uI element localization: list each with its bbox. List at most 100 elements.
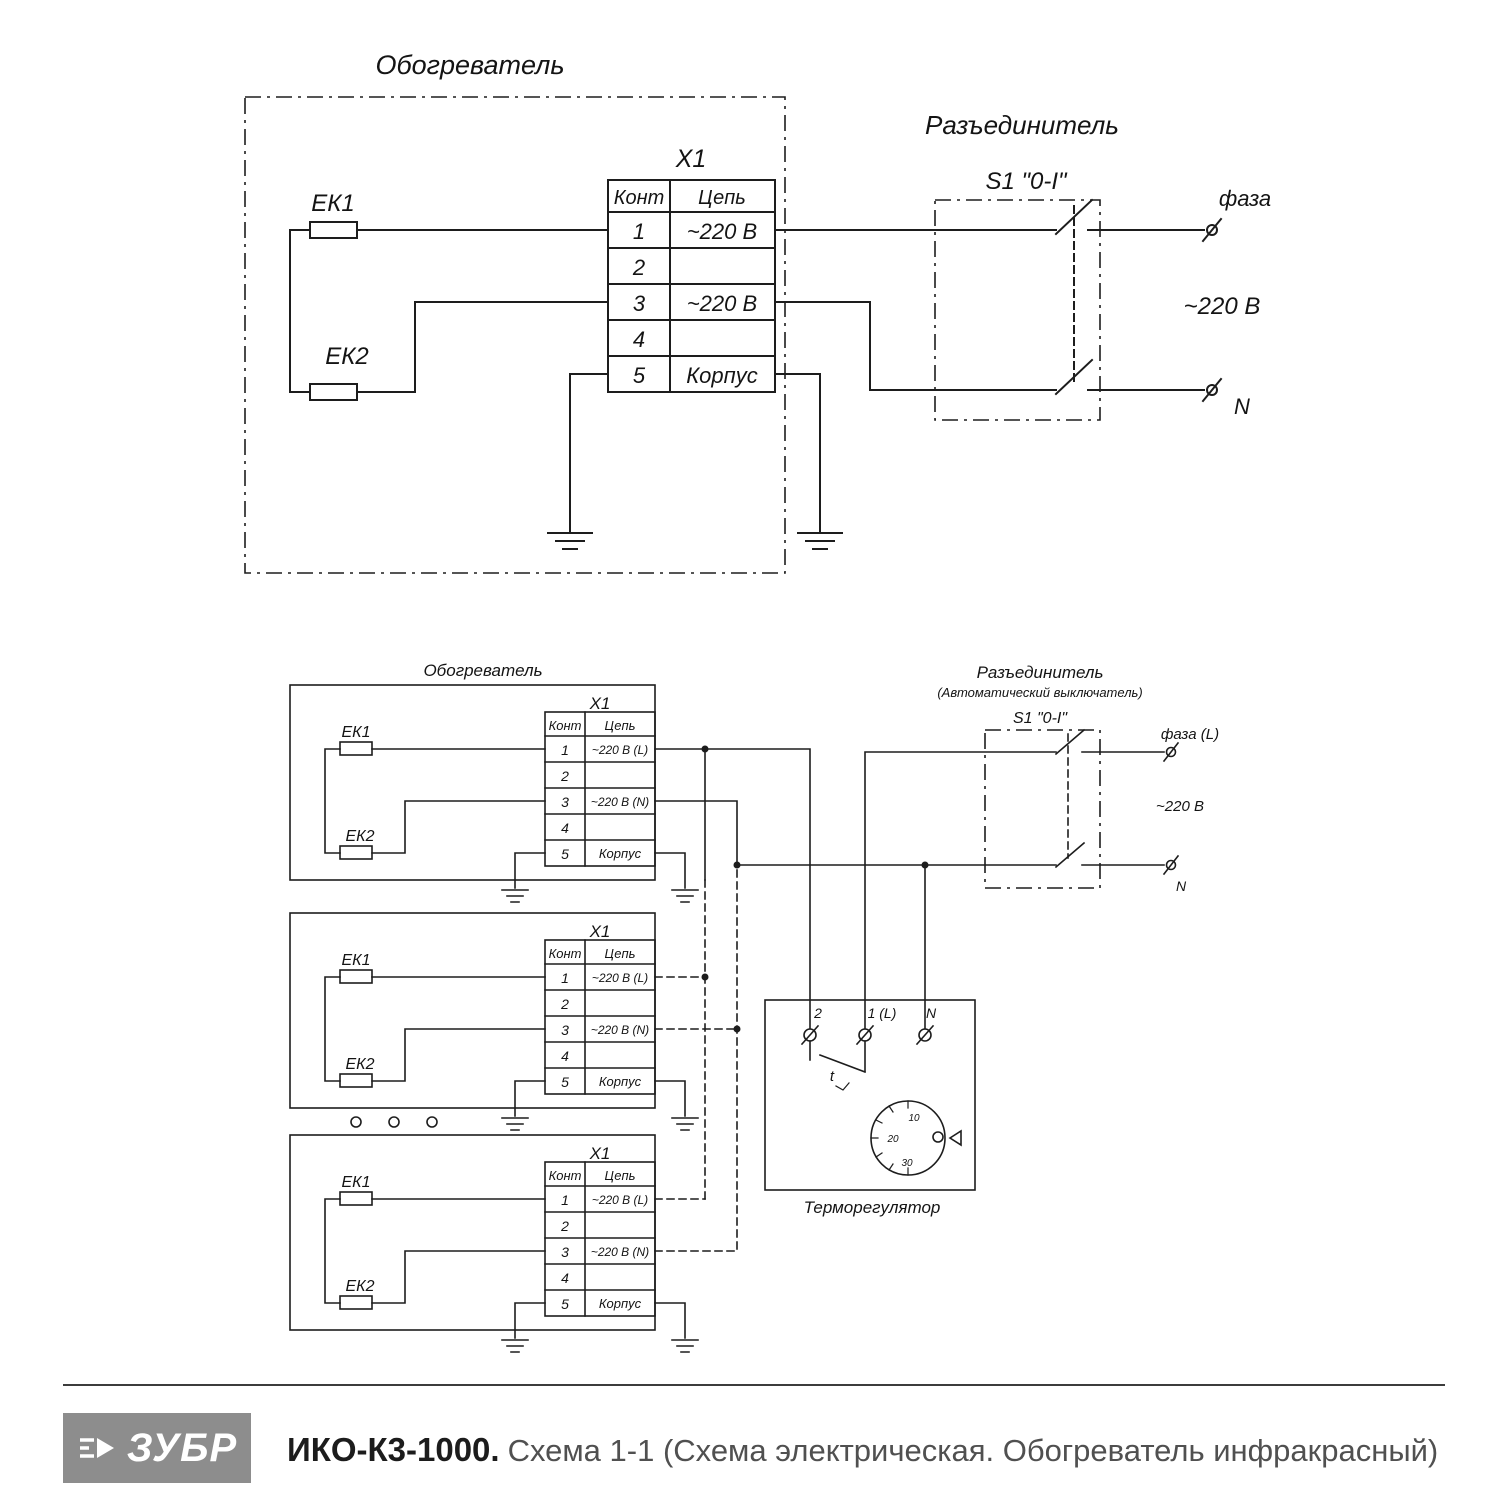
ek1-label: ЕК1 bbox=[342, 952, 371, 969]
schematic-caption: ИКО-К3-1000.Схема 1-1 (Схема электрическ… bbox=[287, 1431, 1438, 1469]
switch-out-wiring bbox=[1081, 751, 1165, 866]
connector-label-x1: X1 bbox=[589, 694, 611, 713]
cell-circuit-5: Корпус bbox=[599, 1296, 642, 1311]
phase-label: фаза bbox=[1219, 186, 1271, 211]
terminal-slash bbox=[1162, 741, 1180, 763]
cell-circuit-5: Корпус bbox=[599, 1074, 642, 1089]
schematic-title: Схема 1-1 (Схема электрическая. Обогрева… bbox=[507, 1433, 1439, 1468]
terminal-block-x1: X1 Конт Цепь 1 ~220 В 2 3 ~220 В 4 5 Кор… bbox=[607, 145, 776, 393]
cell-contact-2: 2 bbox=[560, 768, 569, 784]
cell-contact-5: 5 bbox=[633, 363, 646, 388]
phase-terminal bbox=[1162, 741, 1180, 763]
dial-mark-30: 30 bbox=[901, 1158, 913, 1169]
col-header-circuit: Цепь bbox=[698, 187, 746, 209]
cell-contact-5: 5 bbox=[561, 1074, 569, 1090]
junction-dot bbox=[921, 861, 929, 869]
internal-wiring bbox=[324, 1198, 686, 1339]
cell-contact-4: 4 bbox=[561, 1048, 569, 1064]
cell-circuit-1: ~220 В (L) bbox=[592, 743, 648, 757]
ek1-element bbox=[339, 1191, 373, 1206]
terminal-slash bbox=[800, 1024, 820, 1046]
connector-label-x1: X1 bbox=[589, 922, 611, 941]
cell-circuit-3: ~220 В (N) bbox=[591, 1245, 649, 1259]
switch-blade-top bbox=[1054, 728, 1086, 756]
thermal-contact bbox=[809, 1040, 867, 1074]
thermal-contact-mark bbox=[835, 1082, 850, 1091]
cell-contact-1: 1 bbox=[633, 219, 645, 244]
col-header-contact: Конт bbox=[549, 718, 582, 733]
table-grid bbox=[607, 179, 776, 393]
cell-contact-4: 4 bbox=[561, 1270, 569, 1286]
heater-block-2: X1 Конт Цепь 1 ~220 В (L) 2 3 ~220 В (N)… bbox=[289, 912, 699, 1131]
junction-dot bbox=[733, 861, 741, 869]
thermostat-dial: 10 20 30 bbox=[870, 1100, 962, 1176]
disconnector: Разъединитель (Автоматический выключател… bbox=[937, 663, 1219, 894]
ground-symbol bbox=[547, 532, 593, 550]
col-header-circuit: Цепь bbox=[605, 1168, 636, 1183]
cell-circuit-1: ~220 В (L) bbox=[592, 1193, 648, 1207]
ground-symbol bbox=[501, 1339, 529, 1353]
ground-symbol bbox=[501, 1117, 529, 1131]
bus-wiring bbox=[654, 745, 1057, 1252]
disconnector-title: Разъединитель bbox=[925, 110, 1119, 140]
cell-contact-3: 3 bbox=[561, 1022, 569, 1038]
disconnector-boundary bbox=[934, 199, 1101, 421]
heater-block-3: X1 Конт Цепь 1 ~220 В (L) 2 3 ~220 В (N)… bbox=[289, 1134, 699, 1353]
thermostat: 2 1 (L) N t 10 20 30 Терморегулятор bbox=[764, 999, 976, 1217]
continuation-dots bbox=[350, 1116, 438, 1128]
cell-contact-5: 5 bbox=[561, 846, 569, 862]
heater-boundary bbox=[244, 96, 786, 574]
dial-mark-20: 20 bbox=[886, 1134, 899, 1145]
phase-terminal bbox=[1201, 217, 1223, 243]
cell-contact-3: 3 bbox=[561, 1244, 569, 1260]
thermostat-title: Терморегулятор bbox=[804, 1198, 941, 1217]
neutral-bus-to-heater1 bbox=[654, 800, 1057, 866]
cell-contact-3: 3 bbox=[633, 291, 646, 316]
disconnector-title: Разъединитель bbox=[977, 663, 1104, 682]
ek2-label: ЕК2 bbox=[346, 1056, 375, 1073]
junction-dot bbox=[733, 1025, 741, 1033]
continuation-dot bbox=[350, 1116, 362, 1128]
ek1-element bbox=[339, 969, 373, 984]
ground-symbol bbox=[671, 889, 699, 903]
terminal-2-label: 2 bbox=[813, 1005, 822, 1021]
col-header-circuit: Цепь bbox=[605, 946, 636, 961]
terminal-slash bbox=[1201, 377, 1223, 403]
cell-contact-2: 2 bbox=[632, 255, 645, 280]
switch-label: S1 "0-I" bbox=[985, 168, 1068, 195]
cell-contact-1: 1 bbox=[561, 970, 569, 986]
phase-drop-thermostat bbox=[864, 751, 1057, 1030]
table-grid bbox=[544, 711, 656, 867]
heater-title: Обогреватель bbox=[375, 50, 564, 80]
table-border bbox=[544, 1161, 656, 1317]
mains-wiring bbox=[774, 229, 1205, 391]
junction-dot bbox=[701, 973, 709, 981]
ek2-element bbox=[309, 383, 358, 401]
table-border bbox=[544, 711, 656, 867]
phase-bus-to-heater1 bbox=[654, 748, 811, 1030]
cell-circuit-3: ~220 В (N) bbox=[591, 795, 649, 809]
disconnector-subtitle: (Автоматический выключатель) bbox=[937, 685, 1142, 700]
terminal-slash bbox=[1162, 854, 1180, 876]
switch-blade-bottom bbox=[1054, 841, 1086, 869]
ek1-element bbox=[309, 221, 358, 239]
cell-contact-4: 4 bbox=[633, 327, 645, 352]
col-header-contact: Конт bbox=[549, 946, 582, 961]
ek2-label: ЕК2 bbox=[346, 828, 375, 845]
cell-contact-5: 5 bbox=[561, 1296, 569, 1312]
brand-name: ЗУБР bbox=[126, 1425, 238, 1470]
cell-circuit-3: ~220 В (N) bbox=[591, 1023, 649, 1037]
cell-circuit-5: Корпус bbox=[599, 846, 642, 861]
cell-contact-2: 2 bbox=[560, 1218, 569, 1234]
col-header-contact: Конт bbox=[549, 1168, 582, 1183]
internal-wiring bbox=[324, 748, 686, 889]
neutral-terminal bbox=[1201, 377, 1223, 403]
cell-circuit-5: Корпус bbox=[686, 363, 758, 388]
ground-symbol bbox=[797, 532, 843, 550]
ek2-element bbox=[339, 1295, 373, 1310]
col-header-circuit: Цепь bbox=[605, 718, 636, 733]
table-border bbox=[607, 179, 776, 393]
junction-dot bbox=[701, 745, 709, 753]
table-grid bbox=[544, 939, 656, 1095]
table-border bbox=[544, 939, 656, 1095]
